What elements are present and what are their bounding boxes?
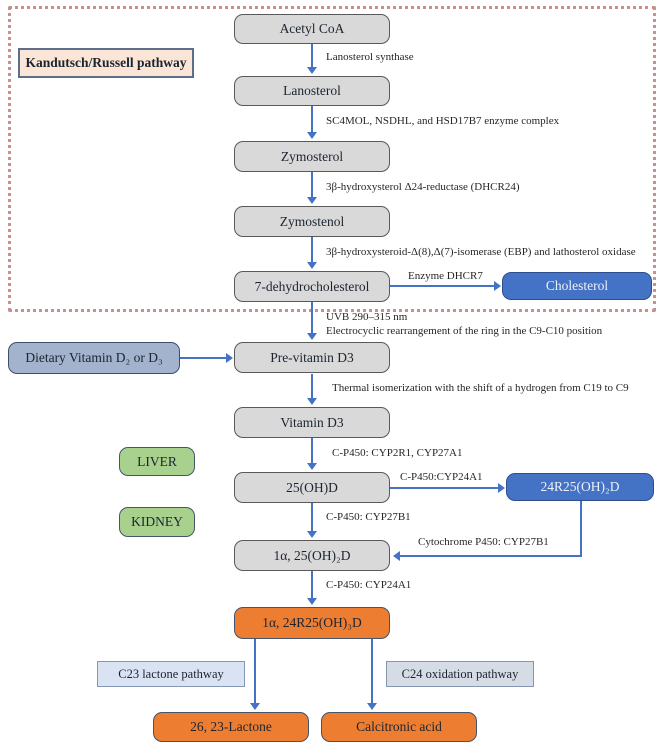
node-liver-label: LIVER <box>137 453 177 469</box>
edge-label-dhcr24: 3β-hydroxysterol Δ24-reductase (DHCR24) <box>326 181 520 193</box>
arrowhead-25ohd-to-24r25 <box>498 483 505 493</box>
arrow-to-lactone <box>254 639 256 704</box>
arrow-7dhc-to-previtamin <box>311 302 313 334</box>
arrow-zymostenol-to-7dhc <box>311 237 313 263</box>
label-c23-lactone-pathway-text: C23 lactone pathway <box>118 666 224 681</box>
edge-label-enzyme-dhcr7-text: Enzyme DHCR7 <box>408 270 483 282</box>
arrow-25ohd-to-1a25 <box>311 503 313 532</box>
edge-label-enzyme-complex: SC4MOL, NSDHL, and HSD17B7 enzyme comple… <box>326 115 559 127</box>
node-previtamin-d3: Pre-vitamin D3 <box>234 342 390 373</box>
edge-label-dhcr24-text: 3β-hydroxysterol Δ24-reductase (DHCR24) <box>326 181 520 193</box>
kandutsch-pathway-text: Kandutsch/Russell pathway <box>25 55 187 70</box>
arrow-24r25-elbow-vertical <box>580 501 582 557</box>
label-c23-lactone-pathway: C23 lactone pathway <box>97 661 245 687</box>
edge-label-cyp2r1-cyp27a1-text: C-P450: CYP2R1, CYP27A1 <box>332 447 463 459</box>
arrowhead-lanosterol-to-zymosterol <box>307 132 317 139</box>
node-calcitronic-acid-label: Calcitronic acid <box>356 719 442 734</box>
edge-label-ebp-oxidase-text: 3β-hydroxysteroid-Δ(8),Δ(7)-isomerase (E… <box>326 246 636 258</box>
node-1a25oh2d-label: 1α, 25(OH)₂D <box>273 547 351 563</box>
edge-label-electrocyclic: Electrocyclic rearrangement of the ring … <box>326 325 602 337</box>
edge-label-enzyme-complex-text: SC4MOL, NSDHL, and HSD17B7 enzyme comple… <box>326 115 560 127</box>
node-kidney-label: KIDNEY <box>131 514 183 529</box>
arrowhead-1a25-to-1a24r25 <box>307 598 317 605</box>
edge-label-lanosterol-synthase-text: Lanosterol synthase <box>326 51 414 63</box>
arrowhead-7dhc-to-previtamin <box>307 333 317 340</box>
arrowhead-previtamin-to-vitamind3 <box>307 398 317 405</box>
arrow-to-calcitronic <box>371 639 373 704</box>
edge-label-thermal: Thermal isomerization with the shift of … <box>332 382 629 394</box>
arrow-7dhc-to-cholesterol <box>390 285 494 287</box>
edge-label-cyp2r1-cyp27a1: C-P450: CYP2R1, CYP27A1 <box>332 447 463 459</box>
edge-label-cyp24a1-down-text: C-P450: CYP24A1 <box>326 579 412 591</box>
node-zymostenol-label: Zymostenol <box>279 213 345 229</box>
edge-label-lanosterol-synthase: Lanosterol synthase <box>326 51 414 63</box>
node-dietary-vitamin: Dietary Vitamin D₂ or D₃ <box>8 342 180 374</box>
arrow-24r25-elbow-horizontal <box>400 555 582 557</box>
node-previtamin-d3-label: Pre-vitamin D3 <box>270 349 354 365</box>
node-kidney: KIDNEY <box>119 507 195 537</box>
arrowhead-to-calcitronic <box>367 703 377 710</box>
edge-label-thermal-text: Thermal isomerization with the shift of … <box>332 382 629 394</box>
node-acetyl-coa: Acetyl CoA <box>234 14 390 44</box>
arrow-lanosterol-to-zymosterol <box>311 106 313 133</box>
node-25ohd-label: 25(OH)D <box>286 479 338 495</box>
edge-label-cyp27b1-text: C-P450: CYP27B1 <box>326 511 411 523</box>
edge-label-cyp24a1-right-text: C-P450:CYP24A1 <box>400 471 483 483</box>
label-c24-oxidation-pathway-text: C24 oxidation pathway <box>401 666 519 681</box>
arrowhead-to-lactone <box>250 703 260 710</box>
node-26-23-lactone: 26, 23-Lactone <box>153 712 309 742</box>
kandutsch-region-border <box>8 6 656 312</box>
arrowhead-dietary-to-previtamin <box>226 353 233 363</box>
arrowhead-acetyl-to-lanosterol <box>307 67 317 74</box>
node-vitamin-d3-label: Vitamin D3 <box>280 414 344 430</box>
node-24r25oh2d: 24R25(OH)₂D <box>506 473 654 501</box>
node-cholesterol: Cholesterol <box>502 272 652 300</box>
arrow-previtamin-to-vitamind3 <box>311 374 313 399</box>
edge-label-cytochrome-cyp27b1-text: Cytochrome P450: CYP27B1 <box>418 536 549 548</box>
edge-label-enzyme-dhcr7: Enzyme DHCR7 <box>408 270 483 282</box>
edge-label-ebp-oxidase: 3β-hydroxysteroid-Δ(8),Δ(7)-isomerase (E… <box>326 246 636 258</box>
kandutsch-pathway-label: Kandutsch/Russell pathway <box>18 48 194 78</box>
arrowhead-zymostenol-to-7dhc <box>307 262 317 269</box>
arrowhead-25ohd-to-1a25 <box>307 531 317 538</box>
arrowhead-24r25-to-1a25 <box>393 551 400 561</box>
edge-label-uvb: UVB 290–315 nm <box>326 311 407 323</box>
node-1a24r25oh3d-label: 1α, 24R25(OH)₃D <box>262 615 362 630</box>
arrowhead-vitamind3-to-25ohd <box>307 463 317 470</box>
node-lanosterol: Lanosterol <box>234 76 390 106</box>
arrow-vitamind3-to-25ohd <box>311 438 313 464</box>
node-zymosterol-label: Zymosterol <box>280 148 344 164</box>
node-dietary-vitamin-label: Dietary Vitamin D₂ or D₃ <box>25 350 163 365</box>
node-25ohd: 25(OH)D <box>234 472 390 503</box>
edge-label-cyp24a1-down: C-P450: CYP24A1 <box>326 579 411 591</box>
arrowhead-zymosterol-to-zymostenol <box>307 197 317 204</box>
arrowhead-7dhc-to-cholesterol <box>494 281 501 291</box>
node-vitamin-d3: Vitamin D3 <box>234 407 390 438</box>
node-calcitronic-acid: Calcitronic acid <box>321 712 477 742</box>
node-zymosterol: Zymosterol <box>234 141 390 172</box>
node-acetyl-coa-label: Acetyl CoA <box>279 21 345 36</box>
edge-label-electrocyclic-text: Electrocyclic rearrangement of the ring … <box>326 325 603 337</box>
node-26-23-lactone-label: 26, 23-Lactone <box>190 719 272 734</box>
edge-label-uvb-text: UVB 290–315 nm <box>326 311 408 323</box>
node-24r25oh2d-label: 24R25(OH)₂D <box>540 479 620 494</box>
arrow-acetyl-to-lanosterol <box>311 44 313 68</box>
edge-label-cyp24a1-right: C-P450:CYP24A1 <box>400 471 483 483</box>
arrow-25ohd-to-24r25 <box>390 487 498 489</box>
node-1a24r25oh3d: 1α, 24R25(OH)₃D <box>234 607 390 639</box>
edge-label-cytochrome-cyp27b1: Cytochrome P450: CYP27B1 <box>418 536 549 548</box>
node-7-dehydrocholesterol-label: 7-dehydrocholesterol <box>254 278 370 294</box>
arrow-dietary-to-previtamin <box>180 357 226 359</box>
node-1a25oh2d: 1α, 25(OH)₂D <box>234 540 390 571</box>
arrow-zymosterol-to-zymostenol <box>311 172 313 198</box>
node-7-dehydrocholesterol: 7-dehydrocholesterol <box>234 271 390 302</box>
node-cholesterol-label: Cholesterol <box>545 278 609 293</box>
node-lanosterol-label: Lanosterol <box>283 83 341 98</box>
label-c24-oxidation-pathway: C24 oxidation pathway <box>386 661 534 687</box>
edge-label-cyp27b1: C-P450: CYP27B1 <box>326 511 411 523</box>
node-zymostenol: Zymostenol <box>234 206 390 237</box>
node-liver: LIVER <box>119 447 195 476</box>
arrow-1a25-to-1a24r25 <box>311 571 313 599</box>
